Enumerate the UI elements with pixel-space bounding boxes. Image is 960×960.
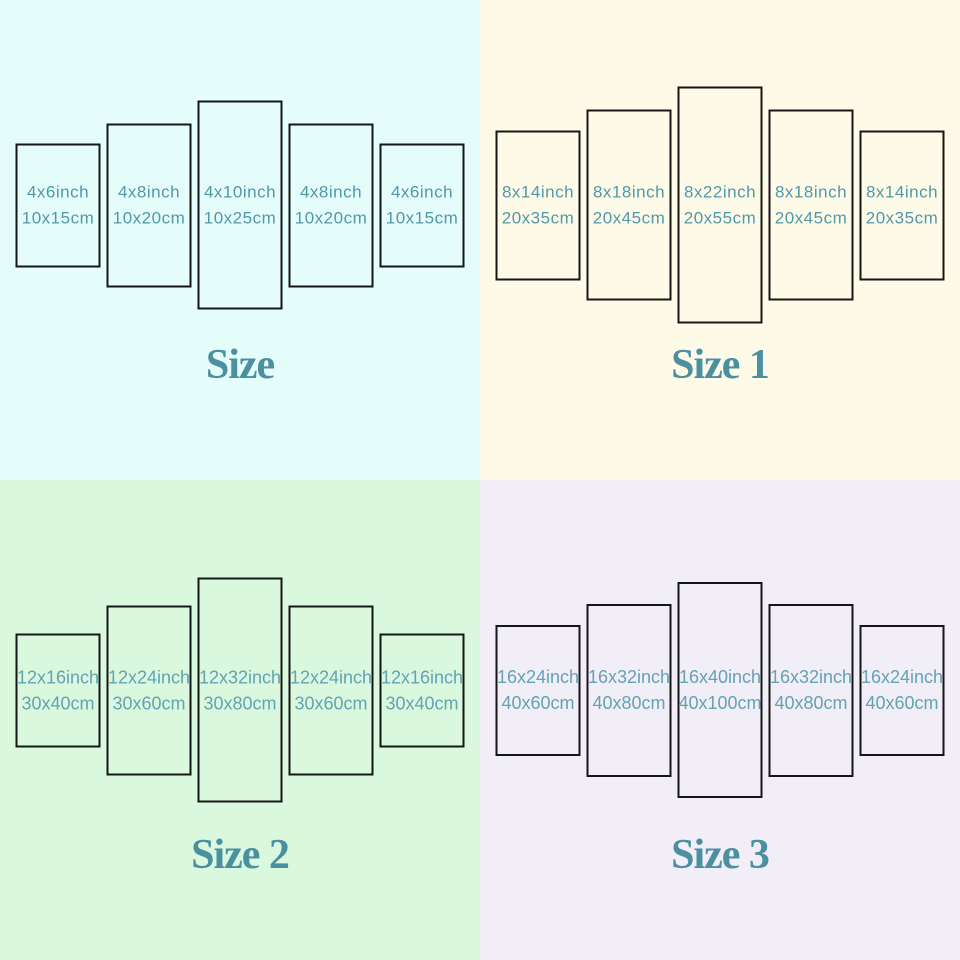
panel-row: 8x14inch 20x35cm 8x18inch 20x45cm 8x22in… <box>495 86 945 324</box>
canvas-panel: 12x16inch 30x40cm <box>15 633 101 747</box>
panel-cm-label: 10x20cm <box>294 208 368 227</box>
panel-cm-label: 20x35cm <box>501 208 575 227</box>
canvas-panel: 8x18inch 20x45cm <box>586 109 672 301</box>
panel-cm-label: 30x40cm <box>385 693 459 713</box>
panel-cm-label: 20x35cm <box>865 208 939 227</box>
panel-inch-label: 16x24inch <box>860 667 944 687</box>
panel-inch-label: 8x18inch <box>774 182 848 201</box>
panel-cm-label: 10x15cm <box>385 208 459 227</box>
quadrant-title: Size 2 <box>191 832 290 878</box>
canvas-panel: 4x6inch 10x15cm <box>379 143 465 267</box>
panel-cm-label: 40x80cm <box>592 693 666 713</box>
panel-cm-label: 40x80cm <box>774 693 848 713</box>
panel-cm-label: 40x100cm <box>678 693 762 713</box>
size-quadrant-4: 16x24inch 40x60cm 16x32inch 40x80cm 16x4… <box>480 480 960 960</box>
panel-inch-label: 12x24inch <box>107 667 191 687</box>
canvas-panel: 16x40inch 40x100cm <box>677 582 763 798</box>
panel-inch-label: 4x8inch <box>299 182 363 201</box>
panel-cm-label: 10x15cm <box>21 208 95 227</box>
canvas-panel: 12x32inch 30x80cm <box>197 577 283 803</box>
canvas-panel: 16x24inch 40x60cm <box>495 624 581 756</box>
canvas-panel: 16x32inch 40x80cm <box>586 603 672 777</box>
size-quadrant-2: 8x14inch 20x35cm 8x18inch 20x45cm 8x22in… <box>480 0 960 480</box>
panel-row: 16x24inch 40x60cm 16x32inch 40x80cm 16x4… <box>495 582 945 798</box>
canvas-panel: 16x32inch 40x80cm <box>768 603 854 777</box>
size-quadrant-1: 4x6inch 10x15cm 4x8inch 10x20cm 4x10inch… <box>0 0 480 480</box>
size-quadrant-3: 12x16inch 30x40cm 12x24inch 30x60cm 12x3… <box>0 480 480 960</box>
canvas-panel: 8x22inch 20x55cm <box>677 86 763 324</box>
canvas-panel: 12x24inch 30x60cm <box>288 605 374 775</box>
quadrant-title: Size 1 <box>671 342 770 388</box>
panel-cm-label: 30x60cm <box>112 693 186 713</box>
canvas-panel: 4x8inch 10x20cm <box>288 123 374 287</box>
panel-inch-label: 8x22inch <box>683 182 757 201</box>
panel-cm-label: 20x45cm <box>774 208 848 227</box>
panel-cm-label: 10x20cm <box>112 208 186 227</box>
canvas-panel: 12x16inch 30x40cm <box>379 633 465 747</box>
panel-row: 12x16inch 30x40cm 12x24inch 30x60cm 12x3… <box>15 577 465 803</box>
panel-cm-label: 10x25cm <box>203 208 277 227</box>
panel-inch-label: 8x18inch <box>592 182 666 201</box>
panel-inch-label: 12x32inch <box>198 667 282 687</box>
panel-cm-label: 30x80cm <box>203 693 277 713</box>
canvas-panel: 16x24inch 40x60cm <box>859 624 945 756</box>
panel-cm-label: 20x55cm <box>683 208 757 227</box>
panel-cm-label: 30x40cm <box>21 693 95 713</box>
panel-inch-label: 16x32inch <box>587 667 671 687</box>
panel-inch-label: 8x14inch <box>865 182 939 201</box>
canvas-panel: 4x8inch 10x20cm <box>106 123 192 287</box>
panel-inch-label: 12x16inch <box>380 667 464 687</box>
canvas-panel: 8x14inch 20x35cm <box>859 130 945 280</box>
panel-inch-label: 16x24inch <box>496 667 580 687</box>
panel-inch-label: 8x14inch <box>501 182 575 201</box>
canvas-panel: 4x10inch 10x25cm <box>197 100 283 310</box>
quadrant-title: Size <box>205 342 275 388</box>
canvas-panel: 12x24inch 30x60cm <box>106 605 192 775</box>
canvas-panel: 8x18inch 20x45cm <box>768 109 854 301</box>
panel-inch-label: 16x32inch <box>769 667 853 687</box>
quadrant-title: Size 3 <box>671 832 770 878</box>
panel-cm-label: 30x60cm <box>294 693 368 713</box>
panel-inch-label: 4x8inch <box>117 182 181 201</box>
panel-cm-label: 40x60cm <box>501 693 575 713</box>
panel-inch-label: 16x40inch <box>678 667 762 687</box>
canvas-panel: 4x6inch 10x15cm <box>15 143 101 267</box>
panel-row: 4x6inch 10x15cm 4x8inch 10x20cm 4x10inch… <box>15 100 465 310</box>
panel-inch-label: 4x6inch <box>390 182 454 201</box>
panel-inch-label: 4x6inch <box>26 182 90 201</box>
panel-cm-label: 20x45cm <box>592 208 666 227</box>
panel-cm-label: 40x60cm <box>865 693 939 713</box>
panel-inch-label: 12x24inch <box>289 667 373 687</box>
panel-inch-label: 4x10inch <box>203 182 277 201</box>
canvas-panel: 8x14inch 20x35cm <box>495 130 581 280</box>
panel-inch-label: 12x16inch <box>16 667 100 687</box>
